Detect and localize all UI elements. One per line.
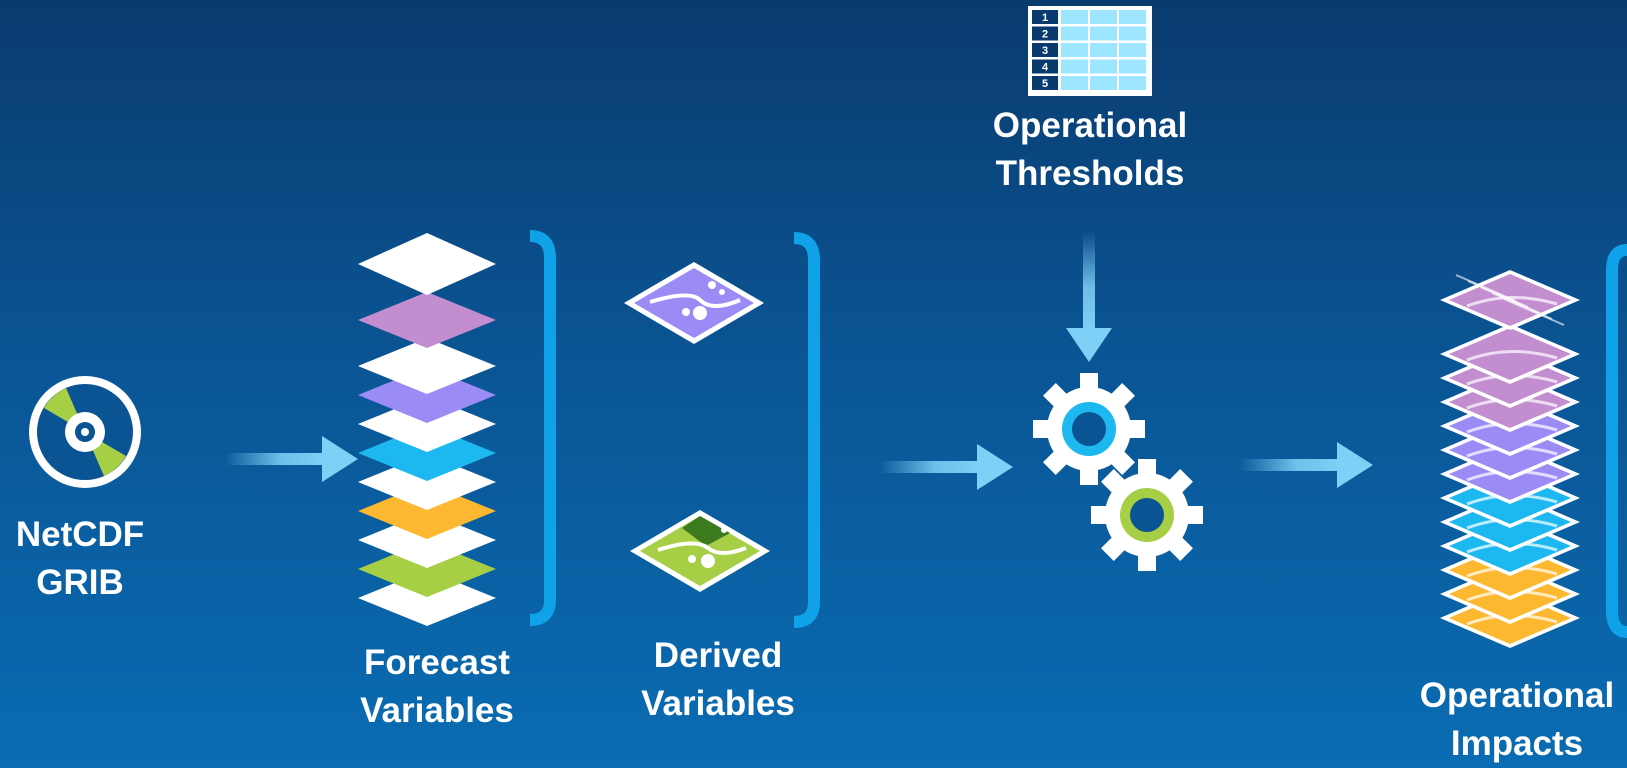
layer-white-top <box>358 233 496 295</box>
table-row-number: 3 <box>1042 45 1048 57</box>
map-tile-icon <box>630 510 770 592</box>
layer-violet <box>358 367 496 423</box>
derived-label: Derived Variables <box>628 632 808 728</box>
layer-white-4 <box>358 396 496 452</box>
layer-orange <box>358 483 496 539</box>
table-icon: 1 2 3 4 5 <box>1028 6 1152 96</box>
table-row-number: 5 <box>1042 78 1048 90</box>
layer-white-5 <box>358 338 496 394</box>
layer-green <box>358 541 496 597</box>
thresholds-label-line-1: Operational <box>992 106 1188 145</box>
impacts-label-line-1: Operational <box>1419 676 1615 715</box>
layer-white-1 <box>358 570 496 626</box>
disc-icon <box>29 376 141 488</box>
thresholds-label-line-2: Thresholds <box>995 154 1185 193</box>
source-label: NetCDF GRIB <box>0 511 160 607</box>
map-layer-stack-icon <box>1440 270 1580 648</box>
arrow-process-to-impacts <box>1240 442 1373 488</box>
arrow-thresholds-to-process <box>1066 232 1112 362</box>
bracket-derived <box>793 232 820 628</box>
forecast-label-line-2: Variables <box>360 691 514 730</box>
forecast-label-line-1: Forecast <box>364 643 510 682</box>
impacts-label: Operational Impacts <box>1407 672 1627 768</box>
forecast-label: Forecast Variables <box>347 639 527 735</box>
layer-cyan <box>358 425 496 481</box>
map-tile-icon <box>624 262 764 344</box>
thresholds-label: Operational Thresholds <box>980 102 1200 198</box>
derived-label-line-2: Variables <box>641 684 795 723</box>
table-row-number: 4 <box>1042 62 1049 74</box>
bracket-impacts <box>1606 244 1627 638</box>
table-row-number: 1 <box>1042 12 1048 24</box>
table-row: 5 <box>1032 76 1146 90</box>
bracket-forecast <box>529 230 556 626</box>
table-row-number: 2 <box>1042 29 1048 41</box>
layer-purple <box>358 292 496 348</box>
layer-stack-icon <box>358 233 496 626</box>
layer-white-3 <box>358 454 496 510</box>
table-row: 4 <box>1032 59 1146 74</box>
impacts-label-line-2: Impacts <box>1450 724 1584 763</box>
layer-white-2 <box>358 512 496 568</box>
impact-map-layer <box>1440 324 1580 384</box>
table-row: 3 <box>1032 43 1146 57</box>
gears-icon <box>1033 373 1203 571</box>
table-row: 1 <box>1032 10 1146 24</box>
arrow-derived-to-process <box>880 444 1013 490</box>
source-label-line-1: NetCDF <box>15 515 145 554</box>
derived-label-line-1: Derived <box>653 636 783 675</box>
table-row: 2 <box>1032 26 1146 41</box>
impact-map-layer <box>1440 270 1580 330</box>
source-label-line-2: GRIB <box>36 563 124 602</box>
arrow-source-to-forecast <box>225 436 358 482</box>
